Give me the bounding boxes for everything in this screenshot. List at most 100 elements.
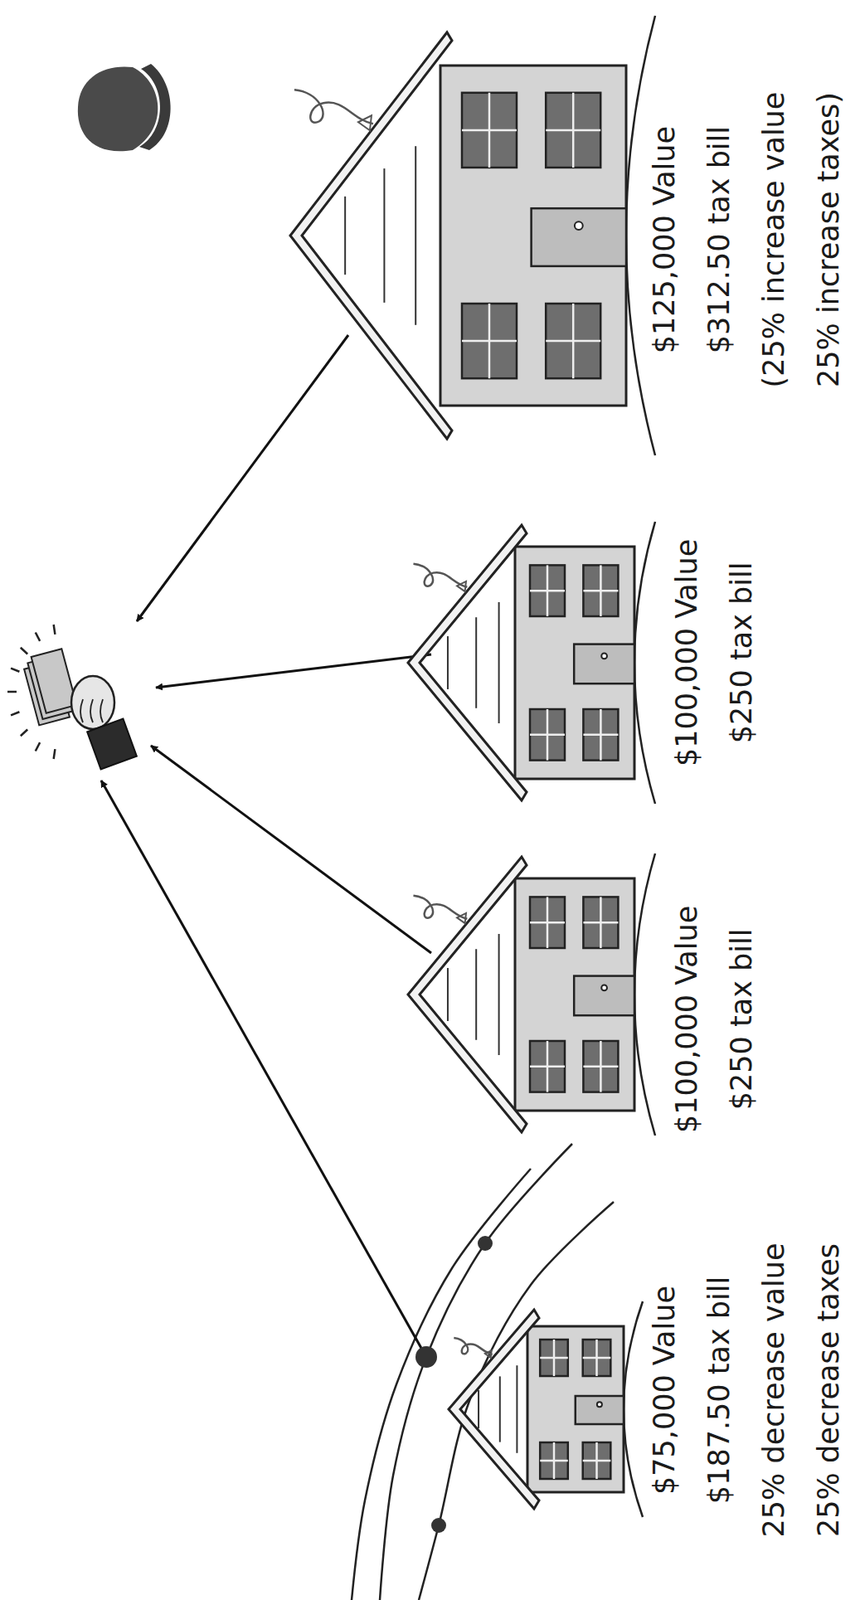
window	[461, 92, 517, 168]
house-picture	[408, 524, 635, 801]
house-label: $75,000 Value$187.50 tax bill25% decreas…	[636, 1242, 856, 1537]
window-bar	[546, 709, 550, 761]
door-knob	[597, 1401, 603, 1407]
house-roof	[448, 1309, 540, 1509]
smoke-head	[358, 115, 372, 131]
door	[573, 976, 635, 1016]
fist	[71, 675, 115, 729]
chimney-smoke	[294, 89, 374, 124]
sparkle-line	[20, 647, 28, 655]
window-bar	[599, 709, 603, 761]
roof-line	[475, 617, 477, 709]
window-bar	[546, 564, 550, 617]
house-label: $100,000 Value$250 tax bill	[659, 905, 769, 1133]
window	[539, 1442, 569, 1479]
house-label: $100,000 Value$250 tax bill	[659, 539, 769, 767]
value-text: 25% decrease taxes	[801, 1242, 856, 1537]
house-roof	[290, 32, 452, 439]
value-text: 25% increase taxes)	[801, 92, 856, 389]
roof-line	[475, 948, 477, 1040]
window-bar	[488, 303, 491, 379]
finger-line	[100, 699, 103, 723]
roof-line	[344, 196, 346, 275]
sparkle-line	[53, 624, 56, 635]
window-bar	[572, 303, 575, 379]
window	[583, 1339, 612, 1376]
door	[575, 1395, 624, 1424]
window	[461, 303, 517, 379]
window	[583, 1040, 618, 1093]
orbit-dot	[477, 1235, 493, 1251]
chimney-smoke	[412, 895, 467, 919]
money-arrow	[155, 654, 432, 688]
window-bar	[599, 1040, 603, 1093]
money-arrow	[101, 780, 427, 1357]
window-bar	[595, 1339, 598, 1376]
ground-arc	[623, 1301, 643, 1517]
cap-icon	[77, 63, 171, 151]
arc-line	[379, 1143, 573, 1600]
house-picture	[290, 32, 627, 439]
door	[531, 208, 627, 267]
window	[529, 896, 565, 948]
window-bar	[546, 1040, 550, 1093]
roof-line	[414, 145, 417, 326]
window	[583, 1442, 612, 1479]
finger-line	[80, 699, 83, 723]
value-text: $100,000 Value	[659, 539, 715, 767]
roof-line	[447, 967, 449, 1021]
value-text: $250 tax bill	[714, 539, 769, 767]
value-text: $100,000 Value	[659, 905, 715, 1133]
door-knob	[601, 653, 608, 660]
window	[545, 303, 601, 379]
sparkle-line	[20, 728, 28, 736]
value-text: (25% increase value	[746, 92, 802, 389]
roof-line	[383, 168, 385, 303]
sparkle-line	[53, 748, 56, 759]
money-arrow	[150, 745, 432, 953]
roof-line	[498, 933, 501, 1055]
orbit-dot	[431, 1517, 447, 1533]
smoke-head	[456, 913, 467, 924]
window-bar	[572, 92, 575, 168]
window	[529, 709, 565, 761]
money-arrow	[136, 335, 349, 622]
arc-line	[351, 1168, 531, 1600]
hand-with-money	[7, 624, 137, 769]
sleeve-cuff	[87, 719, 137, 770]
window	[583, 896, 618, 948]
sparkle-line	[35, 631, 40, 641]
chimney-smoke	[412, 563, 467, 588]
house-wall	[515, 878, 635, 1111]
window-bar	[595, 1442, 598, 1479]
value-text: $312.50 tax bill	[691, 92, 747, 389]
door-knob	[574, 221, 584, 230]
ground-arc	[634, 853, 656, 1136]
window	[529, 564, 565, 617]
window	[583, 564, 618, 617]
sparkle-line	[10, 668, 20, 672]
window-bar	[488, 92, 491, 168]
money-bill	[31, 648, 78, 713]
door	[573, 644, 635, 685]
finger-line	[90, 699, 93, 723]
value-text: $125,000 Value	[636, 92, 692, 389]
value-text: $250 tax bill	[714, 905, 769, 1133]
sparkle-line	[35, 742, 40, 751]
house-roof	[408, 524, 527, 801]
window-bar	[553, 1339, 556, 1376]
smoke-head	[456, 581, 467, 592]
window-bar	[546, 896, 550, 948]
house-picture	[448, 1309, 624, 1509]
cap-crown	[77, 66, 159, 151]
orbit-dot	[415, 1345, 438, 1368]
window	[529, 1040, 565, 1093]
door-knob	[601, 985, 608, 992]
window-bar	[599, 896, 603, 948]
smoke-head	[485, 1350, 492, 1358]
window	[583, 709, 618, 761]
window	[545, 92, 601, 168]
house-roof	[408, 856, 527, 1133]
window-bar	[553, 1442, 556, 1479]
